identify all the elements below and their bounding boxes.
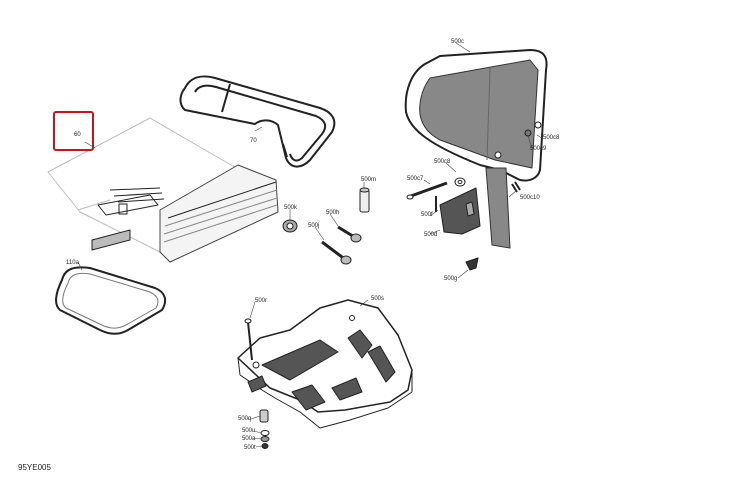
callout-500c9: 500c9 (530, 146, 547, 152)
callout-500t: 500t (244, 445, 256, 451)
callout-70: 70 (250, 138, 257, 144)
document-code: 95YE005 (18, 463, 51, 472)
callout-500f: 500f (421, 212, 433, 218)
callout-500g: 500g (444, 276, 458, 282)
part-500c-backrest (404, 49, 548, 249)
small-fasteners (282, 187, 370, 265)
callout-500k: 500k (284, 205, 298, 211)
callout-500a: 500a (242, 436, 256, 442)
callout-500c8-a: 500c8 (543, 135, 560, 141)
rack-hardware (244, 318, 270, 449)
callout-500q: 500q (238, 416, 252, 422)
callout-500u: 500u (242, 428, 256, 434)
callout-500r: 500r (255, 298, 268, 304)
part-110a-mat (55, 266, 167, 335)
callout-500h: 500h (326, 210, 340, 216)
callout-500c: 500c (451, 39, 465, 45)
callout-500j: 500j (308, 223, 320, 229)
callout-500c7: 500c7 (407, 176, 424, 182)
callout-500m: 500m (361, 177, 377, 183)
callout-500d: 500d (424, 232, 438, 238)
part-500s-rack-plate (237, 299, 413, 429)
callout-60: 60 (74, 132, 81, 138)
callout-110a: 110a (66, 260, 79, 266)
backrest-hardware (406, 121, 542, 271)
part-60-liner (47, 117, 279, 263)
highlight-box (53, 111, 94, 151)
callout-500s: 500s (371, 296, 385, 302)
callout-500c8-b: 500c8 (434, 159, 451, 165)
callout-500c10: 500c10 (520, 195, 540, 201)
part-70-wire-frame (179, 75, 336, 168)
leader-lines (77, 42, 544, 448)
